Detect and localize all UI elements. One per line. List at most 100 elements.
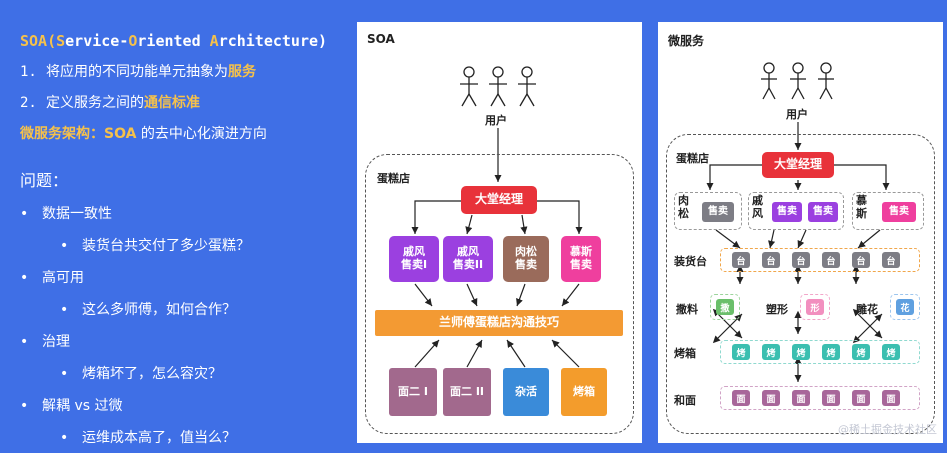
intro-text-panel: SOA(Service-Oriented Architecture) 1.将应用… xyxy=(20,32,350,447)
question-subtext: 运维成本高了，值当么？ xyxy=(82,430,236,446)
ms-loading-item: 台 xyxy=(762,252,780,268)
point-number: 2. xyxy=(20,95,37,111)
question-text: 数据一致性 xyxy=(42,206,112,222)
question-subitem: •这么多师傅，如何合作？ xyxy=(20,299,350,319)
title-part: ervice- xyxy=(65,32,129,50)
soa-connectors xyxy=(411,66,583,368)
ms-row-label: 雕花 xyxy=(856,303,878,316)
ms-shaping-item: 形 xyxy=(806,299,824,315)
ms-dough-row xyxy=(720,386,920,410)
soa-worker-box: 烤箱 xyxy=(561,368,607,416)
soa-store-label: 蛋糕店 xyxy=(377,172,410,185)
ms-dough-item: 面 xyxy=(852,390,870,406)
bullet-dot: • xyxy=(60,366,69,382)
soa-user-label: 用户 xyxy=(485,114,507,127)
question-text: 治理 xyxy=(42,334,70,350)
title-part: rchitecture) xyxy=(218,32,328,50)
ms-group-label: 慕 斯 xyxy=(856,194,867,221)
ms-row-label: 撒料 xyxy=(676,303,698,316)
question-text: 解耦 vs 过微 xyxy=(42,398,123,414)
ms-group-label: 戚 风 xyxy=(752,194,763,221)
ms-oven-item: 烤 xyxy=(822,344,840,360)
point-text: 将应用的不同功能单元抽象为 xyxy=(46,64,228,80)
ms-dough-item: 面 xyxy=(732,390,750,406)
question-subitem: • 装货台共交付了多少蛋糕？ xyxy=(20,235,350,255)
ms-seller-box: 售卖 xyxy=(772,202,802,222)
ms-loading-row xyxy=(720,248,920,272)
question-item: • 治理 xyxy=(20,331,350,351)
ms-cake-store-boundary xyxy=(666,134,935,434)
ms-loading-item: 台 xyxy=(852,252,870,268)
bullet-dot: • xyxy=(20,398,29,414)
ms-row-label: 烤箱 xyxy=(674,347,696,360)
ms-dough-item: 面 xyxy=(822,390,840,406)
soa-worker-box: 面二 II xyxy=(443,368,491,416)
soa-panel-title: SOA xyxy=(367,32,395,46)
bullet-dot: • xyxy=(20,334,29,350)
point-1: 1. 将应用的不同功能单元抽象为服务 xyxy=(20,61,350,81)
point-highlight: 服务 xyxy=(228,64,256,80)
ms-seller-box: 售卖 xyxy=(882,202,916,222)
title-part: riented xyxy=(137,32,210,50)
soa-worker-box: 杂活 xyxy=(503,368,549,416)
ms-panel-title: 微服务 xyxy=(668,34,705,48)
ms-row-label: 塑形 xyxy=(766,303,788,316)
bullet-dot: • xyxy=(60,430,69,446)
title-part: SOA( xyxy=(20,32,57,50)
bullet-dot: • xyxy=(20,270,29,286)
ms-loading-item: 台 xyxy=(732,252,750,268)
ms-oven-item: 烤 xyxy=(762,344,780,360)
ms-shaping-box xyxy=(800,294,830,320)
soa-seller-box: 戚风 售卖II xyxy=(443,236,493,282)
soa-seller-box: 肉松 售卖 xyxy=(503,236,549,282)
ms-decor-box xyxy=(890,294,920,320)
ms-topping-item: 撒 xyxy=(716,299,734,315)
ms-group-rousong xyxy=(674,192,742,230)
question-item: • 数据一致性 xyxy=(20,203,350,223)
question-item: • 高可用 xyxy=(20,267,350,287)
ms-group-qifeng xyxy=(748,192,844,230)
ms-oven-item: 烤 xyxy=(852,344,870,360)
ms-dough-item: 面 xyxy=(792,390,810,406)
ms-decor-item: 花 xyxy=(896,299,914,315)
ms-oven-row xyxy=(720,340,920,364)
user-figure-icon xyxy=(460,66,536,107)
question-subitem: • 运维成本高了，值当么？ xyxy=(20,427,350,447)
watermark: @稀土掘金技术社区 xyxy=(838,423,937,436)
ms-loading-item: 台 xyxy=(822,252,840,268)
soa-diagram-panel: SOA xyxy=(357,22,642,443)
ms-user-label: 用户 xyxy=(786,108,808,121)
question-subtext: 这么多师傅，如何合作？ xyxy=(82,302,236,318)
question-subtext: 装货台共交付了多少蛋糕？ xyxy=(82,238,250,254)
soa-seller-box: 戚风 售卖I xyxy=(389,236,439,282)
question-text: 高可用 xyxy=(42,270,84,286)
microservice-diagram-panel: 微服务 xyxy=(658,22,943,443)
ms-seller-box: 售卖 xyxy=(808,202,838,222)
ms-row-label: 和面 xyxy=(674,394,696,407)
title-part: O xyxy=(128,32,138,50)
ms-manager-box: 大堂经理 xyxy=(762,152,834,178)
soa-manager-box: 大堂经理 xyxy=(461,186,537,214)
soa-seller-box: 慕斯 售卖 xyxy=(561,236,601,282)
microservice-highlight: 微服务架构：SOA xyxy=(20,126,137,142)
question-item: • 解耦 vs 过微 xyxy=(20,395,350,415)
questions-title: 问题： xyxy=(20,171,69,190)
point-highlight: 通信标准 xyxy=(144,95,200,111)
ms-group-label: 肉 松 xyxy=(678,194,689,221)
ms-oven-item: 烤 xyxy=(882,344,900,360)
ms-group-mousse xyxy=(852,192,924,230)
bullet-dot: • xyxy=(60,238,69,254)
ms-oven-item: 烤 xyxy=(732,344,750,360)
ms-loading-item: 台 xyxy=(792,252,810,268)
ms-loading-item: 台 xyxy=(882,252,900,268)
microservice-text: 的去中心化演进方向 xyxy=(136,126,267,142)
soa-title: SOA(Service-Oriented Architecture) xyxy=(20,32,350,50)
bullet-dot: • xyxy=(20,206,29,222)
title-part: S xyxy=(56,32,66,50)
user-figure-icon xyxy=(761,62,834,100)
point-text: 定义服务之间的 xyxy=(46,95,144,111)
point-number: 1. xyxy=(20,64,37,80)
question-subitem: •烤箱坏了，怎么容灾？ xyxy=(20,363,350,383)
ms-oven-item: 烤 xyxy=(792,344,810,360)
microservice-line: 微服务架构：SOA 的去中心化演进方向 xyxy=(20,123,350,143)
